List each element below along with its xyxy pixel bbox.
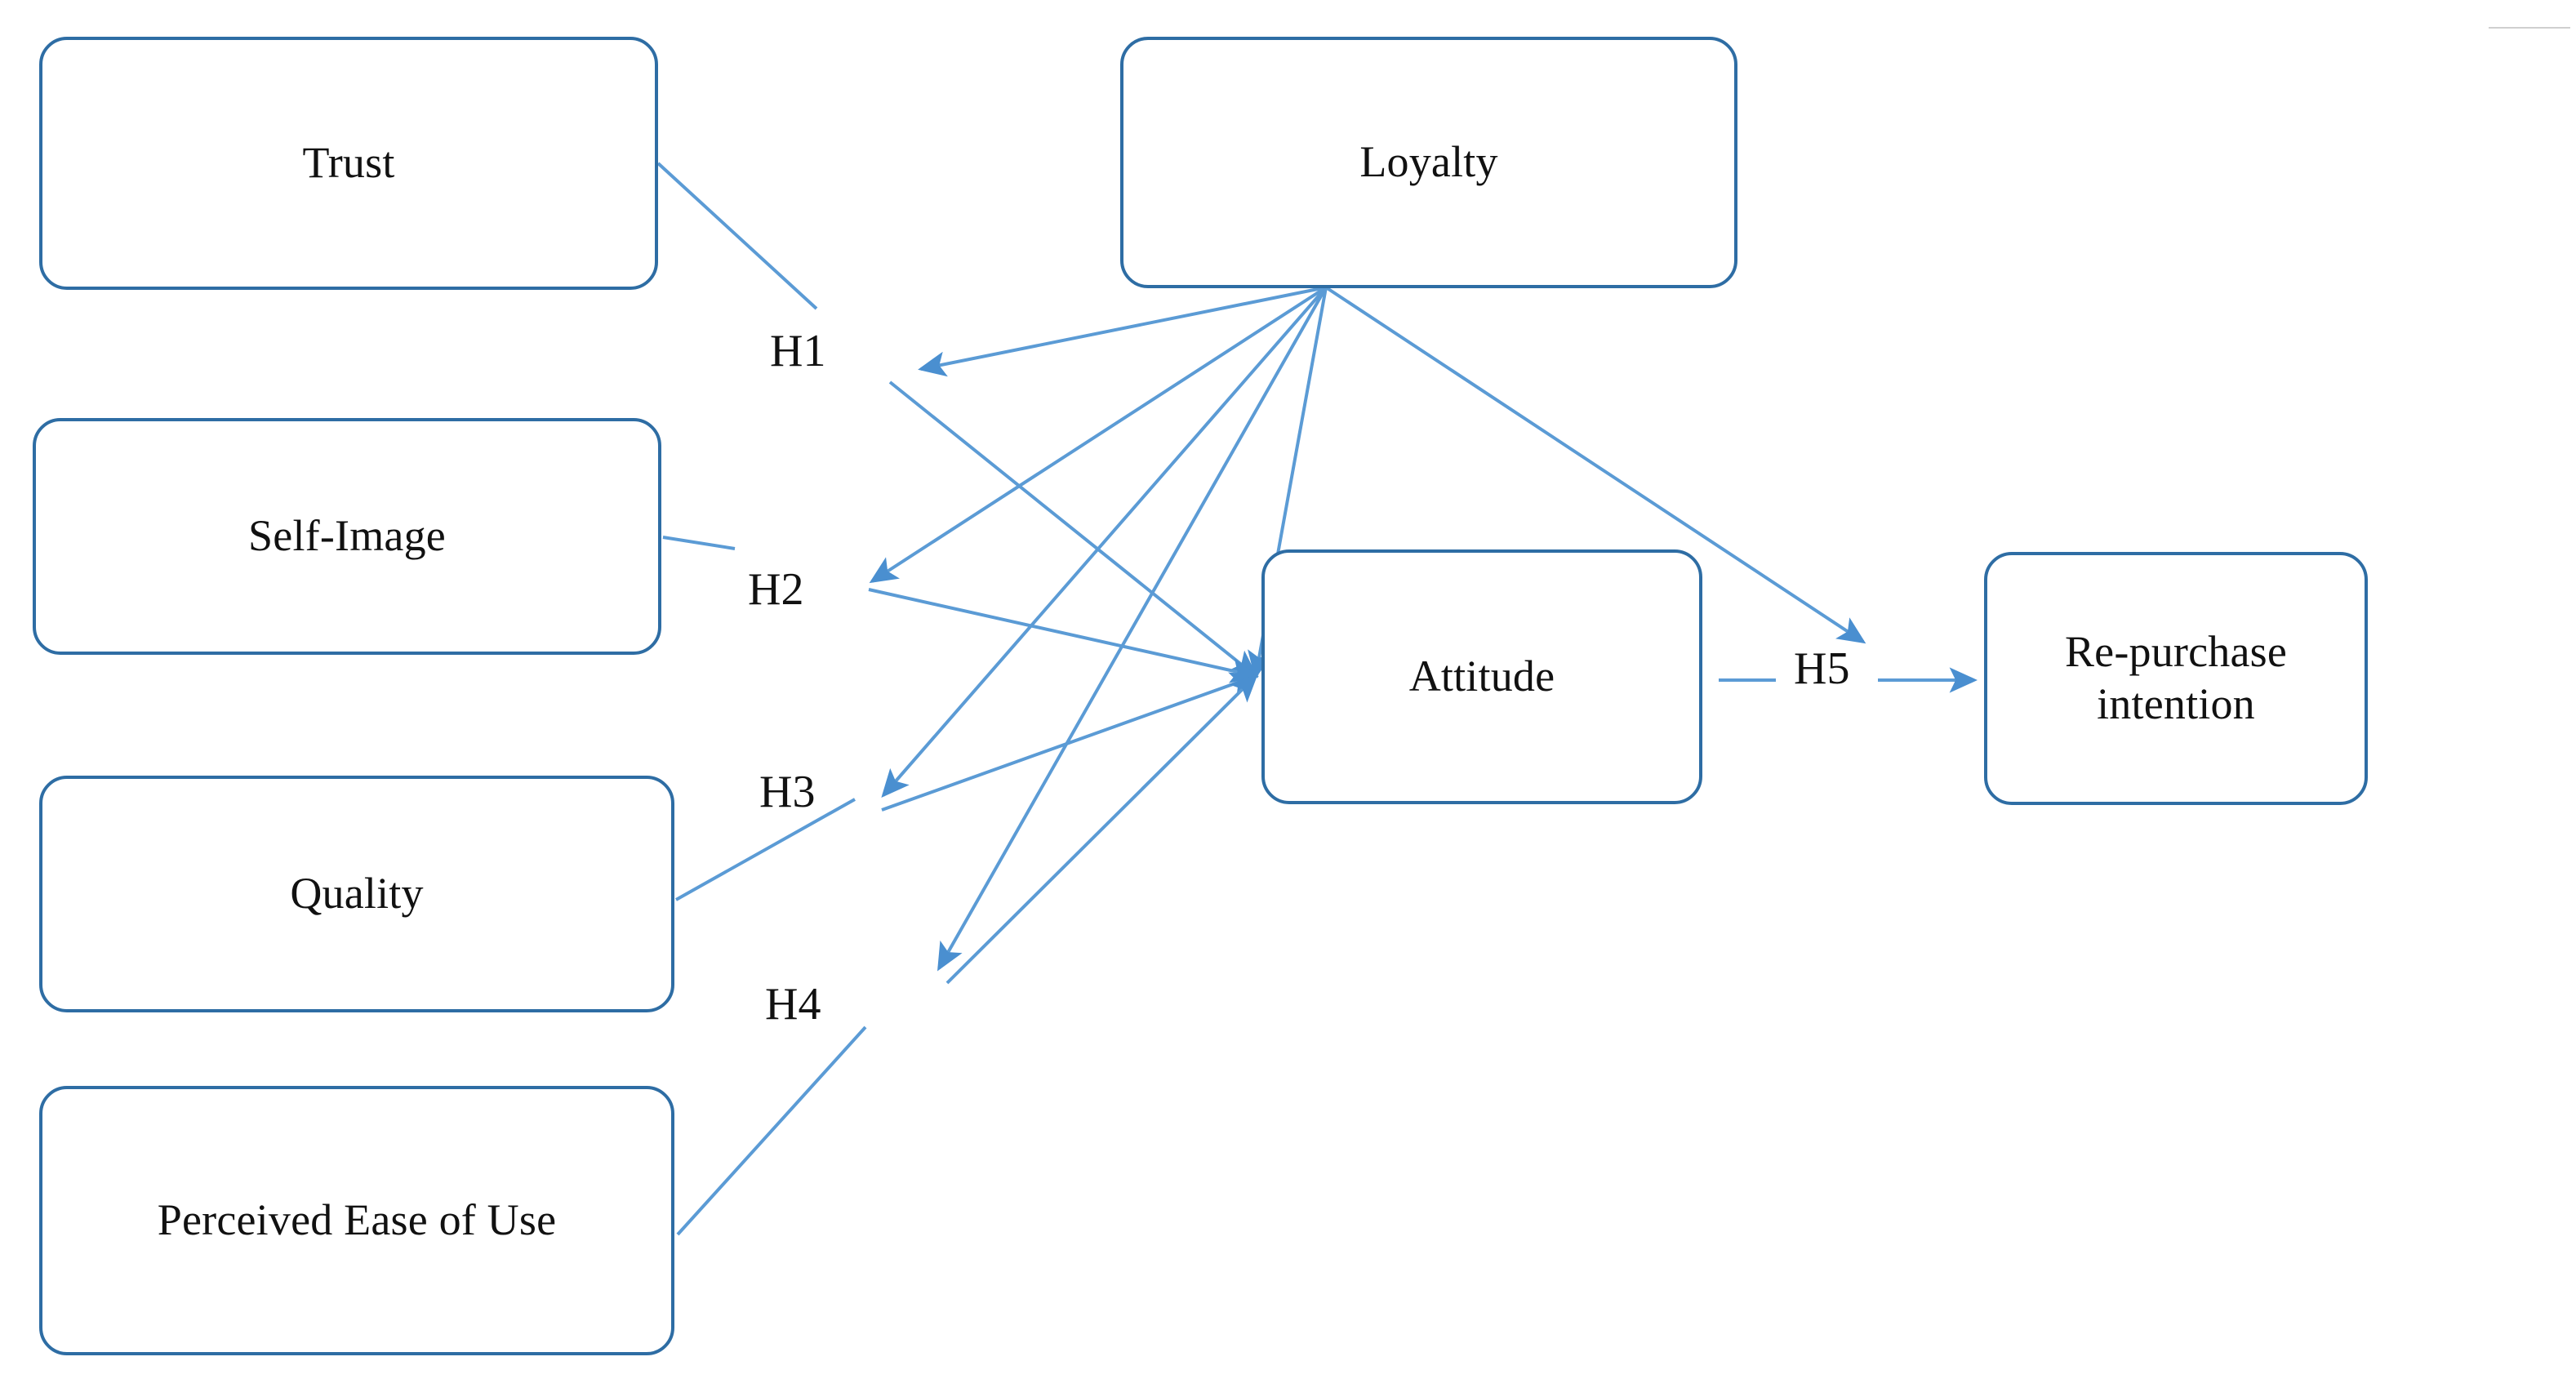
edge-loyalty-to-h2 [869, 286, 1328, 584]
edge-h1-to-attitude [888, 380, 1259, 678]
edge-perceived-stub [676, 1025, 867, 1236]
node-repurchase-intention-label: Re-purchase intention [2064, 627, 2288, 728]
node-loyalty-label: Loyalty [1359, 137, 1498, 187]
node-perceived-ease-of-use[interactable]: Perceived Ease of Use [39, 1086, 674, 1355]
edge-h4-to-attitude [945, 674, 1258, 985]
node-self-image[interactable]: Self-Image [33, 418, 661, 655]
node-attitude-label: Attitude [1408, 652, 1555, 701]
node-quality-label: Quality [290, 869, 424, 919]
hypothesis-label-h3: H3 [759, 767, 816, 817]
node-loyalty[interactable]: Loyalty [1120, 37, 1737, 288]
edge-trust-stub [656, 162, 818, 310]
node-quality[interactable]: Quality [39, 776, 674, 1012]
hypothesis-label-h2: H2 [748, 564, 804, 615]
edge-loyalty-to-h3 [881, 286, 1328, 798]
node-attitude[interactable]: Attitude [1261, 549, 1702, 804]
hypothesis-label-h4: H4 [765, 979, 821, 1030]
edge-h3-to-attitude [881, 672, 1259, 812]
hypothesis-label-h1: H1 [770, 326, 826, 376]
edge-loyalty-to-h5 [1324, 286, 1866, 644]
node-trust[interactable]: Trust [39, 37, 658, 290]
node-repurchase-intention[interactable]: Re-purchase intention [1984, 552, 2368, 805]
node-trust-label: Trust [302, 138, 395, 188]
edge-loyalty-to-h1 [918, 286, 1327, 377]
node-perceived-ease-of-use-label: Perceived Ease of Use [157, 1195, 557, 1245]
scan-artifact-line [2489, 27, 2570, 29]
edge-h2-to-attitude [868, 588, 1259, 683]
edge-selfimage-stub [662, 536, 736, 550]
node-self-image-label: Self-Image [248, 511, 446, 561]
hypothesis-label-h5: H5 [1794, 643, 1850, 694]
edge-loyalty-to-h4 [937, 287, 1328, 972]
edge-quality-stub [675, 798, 856, 901]
